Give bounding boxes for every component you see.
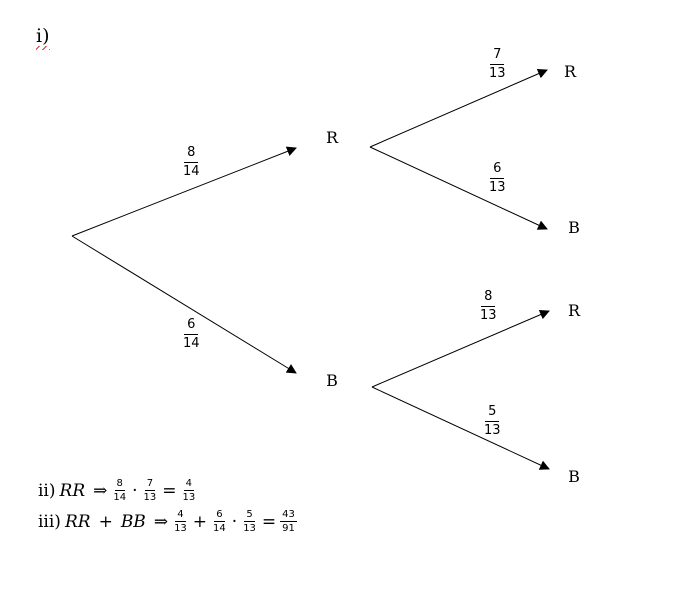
prob-R-R-num: 7 (490, 48, 505, 65)
prob-B-B-num: 5 (485, 405, 500, 422)
node-first-B: B (326, 371, 338, 390)
prob-root-R-den: 14 (183, 164, 200, 179)
part-ii-equation: ii) RR ⇒ 8 14 · 7 13 = 4 13 (38, 478, 197, 503)
part-ii-event: RR (59, 480, 86, 501)
part-iii-frac-2-num: 6 (214, 509, 225, 522)
branch-B-to-B (371, 386, 550, 470)
prob-B-R-den: 13 (480, 308, 497, 323)
part-iii-equals: = (261, 511, 277, 532)
part-ii-dot: · (132, 480, 138, 501)
part-iii-frac-2: 6 14 (211, 509, 228, 534)
node-first-R: R (325, 128, 339, 147)
part-ii-result-den: 13 (182, 492, 196, 503)
prob-B-B-den: 13 (484, 423, 501, 438)
part-iii-event-2: BB (120, 511, 146, 532)
part-ii-frac-2: 7 13 (142, 478, 159, 503)
prob-root-R: 8 14 (180, 146, 203, 179)
prob-root-B-num: 6 (184, 318, 199, 335)
part-iii-frac-3: 5 13 (241, 509, 258, 534)
part-iii-frac-1-num: 4 (175, 509, 186, 522)
prob-root-B: 6 14 (180, 318, 203, 351)
part-iii-frac-3-num: 5 (244, 509, 255, 522)
part-iii-dot: · (231, 511, 238, 532)
prob-R-B-den: 13 (489, 180, 506, 195)
part-ii-frac-1-den: 14 (113, 492, 127, 503)
branch-B-to-R (371, 309, 550, 388)
prob-R-R: 7 13 (486, 48, 509, 81)
part-ii-result: 4 13 (181, 478, 198, 503)
prob-B-R: 8 13 (477, 290, 500, 323)
part-ii-label: ii) (38, 480, 56, 501)
part-iii-frac-1: 4 13 (172, 509, 189, 534)
node-BR: R (567, 301, 581, 320)
part-iii-plus-2: + (192, 511, 208, 532)
part-iii-result-num: 43 (280, 509, 297, 522)
spellcheck-underline (36, 46, 50, 50)
prob-R-R-den: 13 (489, 66, 506, 81)
branch-R-to-R (369, 69, 548, 148)
part-i-label: i) (36, 25, 50, 50)
part-i-label-text: i) (36, 25, 50, 47)
branch-root-to-R (71, 146, 297, 237)
part-ii-frac-1-num: 8 (114, 478, 125, 491)
prob-R-B-num: 6 (490, 162, 505, 179)
branch-R-to-B (369, 146, 548, 230)
node-RB: B (568, 218, 580, 237)
part-iii-equation: iii) RR + BB ⇒ 4 13 + 6 14 · 5 13 = 43 9… (38, 509, 297, 534)
part-iii-event-1: RR (64, 511, 91, 532)
part-ii-frac-2-num: 7 (144, 478, 156, 491)
node-BB: B (568, 467, 580, 486)
prob-root-B-den: 14 (183, 336, 200, 351)
part-iii-label: iii) (38, 511, 61, 532)
part-iii-arrow: ⇒ (153, 511, 169, 532)
branch-root-to-B (71, 235, 297, 374)
prob-B-R-num: 8 (481, 290, 496, 307)
part-ii-frac-2-den: 13 (143, 492, 157, 503)
part-ii-result-num: 4 (183, 478, 195, 491)
part-ii-equals: = (162, 480, 177, 501)
part-iii-frac-2-den: 14 (213, 523, 226, 534)
part-ii-arrow: ⇒ (93, 480, 108, 501)
part-iii-frac-3-den: 13 (243, 523, 256, 534)
prob-R-B: 6 13 (486, 162, 509, 195)
part-iii-frac-1-den: 13 (174, 523, 187, 534)
prob-root-R-num: 8 (184, 146, 199, 163)
node-RR: R (563, 62, 577, 81)
part-iii-result-den: 91 (282, 523, 295, 534)
part-iii-plus: + (98, 511, 113, 532)
part-iii-result: 43 91 (280, 509, 297, 534)
part-ii-frac-1: 8 14 (111, 478, 128, 503)
prob-B-B: 5 13 (481, 405, 504, 438)
